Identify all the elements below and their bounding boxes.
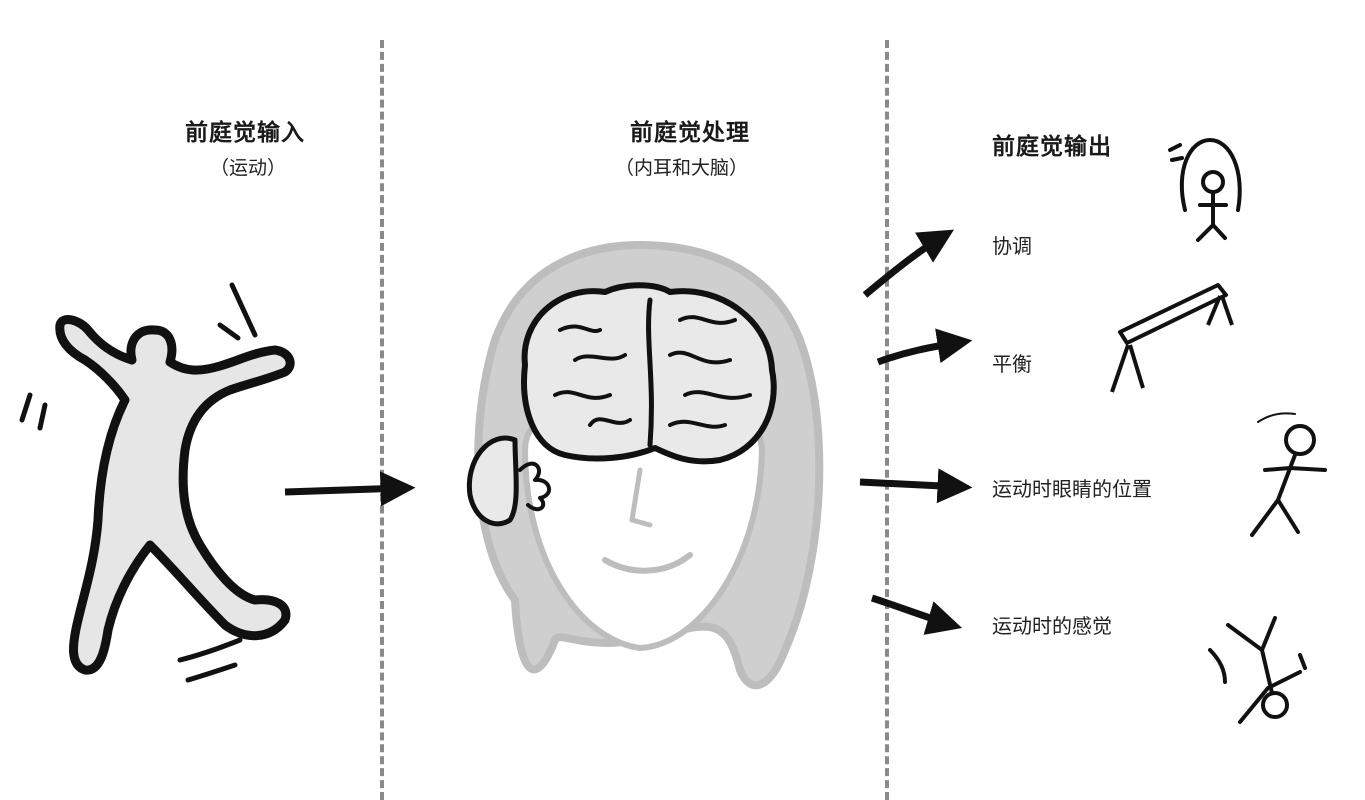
processing-title: 前庭觉处理 (630, 120, 750, 146)
tumbling-person-icon (1208, 616, 1307, 724)
output-arrow-eye-icon (859, 468, 973, 504)
balance-beam-icon (1110, 283, 1234, 393)
output-arrow-balance-icon (876, 328, 973, 366)
divider-left (380, 40, 384, 800)
head-with-brain-icon (466, 241, 824, 690)
swing-person-icon (1168, 137, 1242, 242)
output-arrow-feeling-icon (870, 594, 963, 635)
output-label-eye-position: 运动时眼睛的位置 (992, 477, 1152, 501)
output-arrow-coordination-icon (862, 229, 955, 298)
eye-movement-person-icon (1250, 412, 1327, 537)
output-label-motion-feeling: 运动时的感觉 (992, 614, 1112, 638)
input-arrow-icon (284, 471, 416, 507)
processing-subtitle: （内耳和大脑） (615, 157, 749, 179)
output-label-coordination: 协调 (992, 234, 1032, 258)
output-title: 前庭觉输出 (992, 134, 1112, 160)
output-label-balance: 平衡 (992, 352, 1032, 376)
input-subtitle: （运动） (210, 157, 287, 179)
divider-right (885, 40, 889, 800)
input-title: 前庭觉输入 (185, 120, 305, 146)
jumping-person-icon (19, 282, 295, 683)
